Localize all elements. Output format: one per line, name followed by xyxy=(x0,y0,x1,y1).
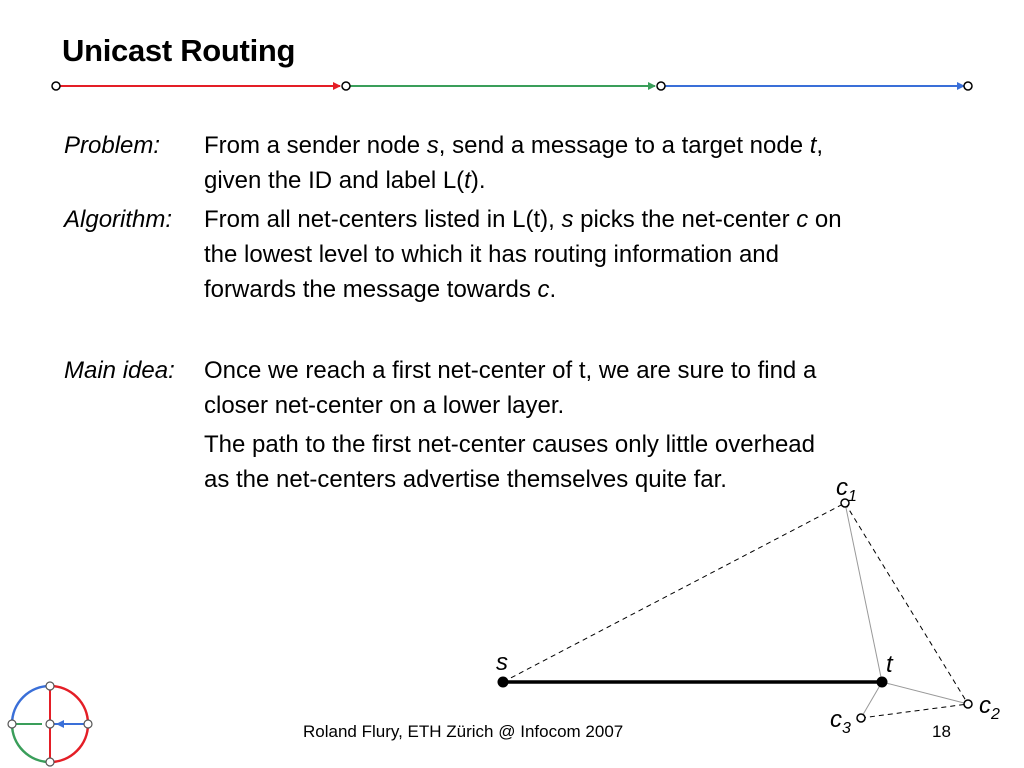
main-idea-line-3: The path to the first net-center causes … xyxy=(204,431,816,458)
rule-node xyxy=(51,81,61,91)
problem-text: From a sender node s, send a message to … xyxy=(204,128,974,198)
node-s xyxy=(497,676,509,688)
algorithm-line-2: the lowest level to which it has routing… xyxy=(204,241,779,268)
edge-t-c1 xyxy=(844,502,883,683)
problem-label: Problem: xyxy=(64,132,161,159)
page-number: 18 xyxy=(932,722,951,741)
main-idea-text: Once we reach a first net-center of t, w… xyxy=(204,353,974,497)
algorithm-line-1: From all net-centers listed in L(t), s p… xyxy=(204,206,842,233)
algorithm-line-3: forwards the message towards c. xyxy=(204,276,557,303)
label-t: t xyxy=(886,651,894,678)
title-rule xyxy=(51,81,973,91)
node-c3 xyxy=(856,713,866,723)
edge-c3-c2 xyxy=(860,703,969,719)
node-c1 xyxy=(840,498,850,508)
edge-t-c2 xyxy=(881,681,969,705)
problem-line-2: given the ID and label L(t). xyxy=(204,167,486,194)
main-idea-line-4: as the net-centers advertise themselves … xyxy=(204,466,727,493)
rule-node xyxy=(656,81,666,91)
footer-text: Roland Flury, ETH Zürich @ Infocom 2007 xyxy=(303,722,624,741)
label-c2: c2 xyxy=(979,692,1000,723)
algorithm-text: From all net-centers listed in L(t), s p… xyxy=(204,202,974,307)
main-idea-label: Main idea: xyxy=(64,357,175,384)
rule-node xyxy=(963,81,973,91)
node-t xyxy=(876,676,888,688)
problem-line-1: From a sender node s, send a message to … xyxy=(204,132,824,159)
node-c2 xyxy=(963,699,973,709)
eth-logo-icon xyxy=(7,681,93,767)
main-idea-block: Main idea: Once we reach a first net-cen… xyxy=(64,353,974,503)
edge-s-c1 xyxy=(502,502,846,683)
main-idea-line-2: closer net-center on a lower layer. xyxy=(204,392,565,419)
label-s: s xyxy=(496,649,508,676)
edge-t-c3 xyxy=(860,681,883,719)
algorithm-label: Algorithm: xyxy=(64,206,173,233)
main-idea-line-1: Once we reach a first net-center of t, w… xyxy=(204,357,817,384)
algorithm-block: Algorithm: From all net-centers listed i… xyxy=(64,202,974,310)
rule-node xyxy=(341,81,351,91)
problem-block: Problem: From a sender node s, send a me… xyxy=(64,128,974,200)
label-c1: c1 xyxy=(836,474,857,505)
edge-c1-c2 xyxy=(844,502,969,705)
slide-title: Unicast Routing xyxy=(62,33,296,68)
label-c3: c3 xyxy=(830,706,851,737)
